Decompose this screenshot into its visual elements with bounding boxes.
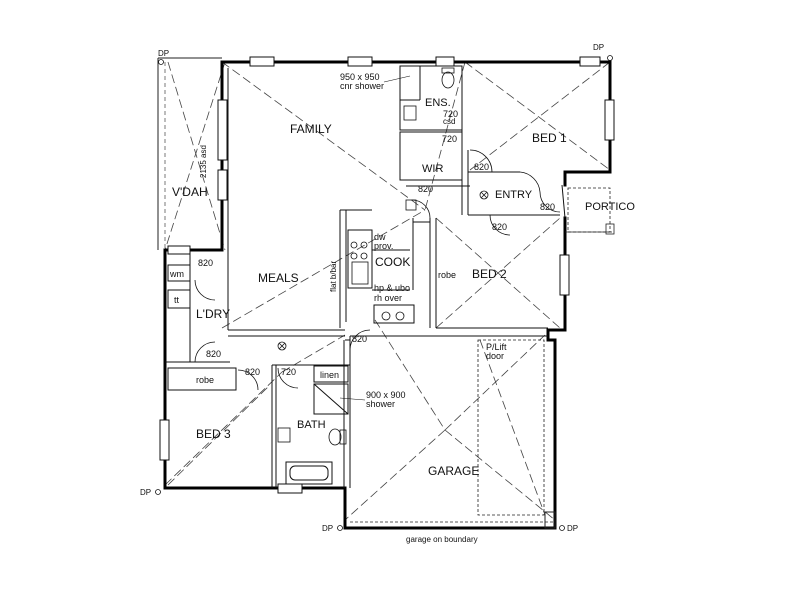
- ens-shower-size: 950 x 950: [340, 72, 380, 82]
- room-bed3: BED 3: [196, 427, 231, 441]
- door-ldry-bottom: 820: [206, 349, 221, 359]
- ceiling-diagonals: [164, 61, 611, 521]
- label-plift-1: P/Lift: [486, 342, 507, 352]
- portico: [565, 187, 615, 235]
- internal-walls: [165, 65, 566, 488]
- fixture-labels: wm tt robe robe linen dw prov. hp & ubo …: [169, 117, 507, 385]
- room-vdah: V'DAH: [172, 185, 208, 199]
- door-bed1: 820: [474, 162, 489, 172]
- room-entry: ENTRY: [495, 189, 533, 201]
- fixtures: [277, 67, 489, 446]
- label-dw-2: prov.: [374, 241, 393, 251]
- door-bed2: 820: [492, 222, 507, 232]
- room-portico: PORTICO: [585, 201, 635, 213]
- bath-shower-leader: [339, 397, 366, 401]
- ens-shower-type: cnr shower: [340, 81, 384, 91]
- room-bed2: BED 2: [472, 267, 507, 281]
- label-plift-2: door: [486, 351, 504, 361]
- label-flat-bbar: flat b/bar: [329, 261, 338, 292]
- label-linen: linen: [320, 370, 339, 380]
- room-wir: WIR: [422, 163, 443, 175]
- room-family: FAMILY: [290, 122, 332, 136]
- label-tub: tt: [174, 295, 180, 305]
- downpipe-labels: DP DP DP DP DP: [140, 43, 604, 533]
- room-labels: FAMILY MEALS COOK ENS. BED 1 WIR ENTRY P…: [172, 97, 635, 478]
- dp-bottom-left: DP: [140, 488, 151, 497]
- bath-shower-size: 900 x 900: [366, 390, 406, 400]
- room-ldry: L'DRY: [196, 307, 230, 321]
- room-bed1: BED 1: [532, 131, 567, 145]
- room-bath: BATH: [297, 419, 326, 431]
- downpipe-markers: [155, 55, 613, 531]
- door-labels: 720 720 820 820 820 820 820 820 820 820 …: [198, 109, 555, 377]
- door-meals-garage: 820: [352, 334, 367, 344]
- dp-bottom-mid: DP: [322, 524, 333, 533]
- dp-top-right: DP: [593, 43, 604, 52]
- dp-top-left: DP: [158, 49, 169, 58]
- ens-shower-leader: [383, 75, 411, 83]
- label-dw-1: dw: [374, 232, 386, 242]
- garage-door: [350, 339, 556, 529]
- door-bed3: 820: [245, 367, 260, 377]
- door-wir-hall: 820: [418, 184, 433, 194]
- windows: [159, 56, 615, 494]
- door-ldry-top: 820: [198, 258, 213, 268]
- door-wir: 720: [442, 134, 457, 144]
- garage-boundary-note: garage on boundary: [406, 535, 478, 544]
- door-bath: 720: [281, 367, 296, 377]
- label-wm: wm: [169, 269, 184, 279]
- room-garage: GARAGE: [428, 464, 479, 478]
- room-cook: COOK: [375, 255, 410, 269]
- label-robe-bed3: robe: [196, 375, 214, 385]
- label-robe-bed2: robe: [438, 270, 456, 280]
- room-meals: MEALS: [258, 271, 299, 285]
- door-entry: 820: [540, 202, 555, 212]
- label-hp-2: rh over: [374, 293, 402, 303]
- label-hp-1: hp & ubo: [374, 283, 410, 293]
- vdah-width: 2135 asd: [199, 145, 208, 178]
- door-ens: 720: [443, 109, 458, 119]
- annotations: 950 x 950 cnr shower 900 x 900 shower 21…: [199, 72, 478, 544]
- verandah-outline: [157, 57, 222, 250]
- bath-shower-type: shower: [366, 399, 395, 409]
- dp-bottom-right: DP: [567, 524, 578, 533]
- room-ens: ENS.: [425, 97, 451, 109]
- label-csd: csd: [443, 117, 455, 126]
